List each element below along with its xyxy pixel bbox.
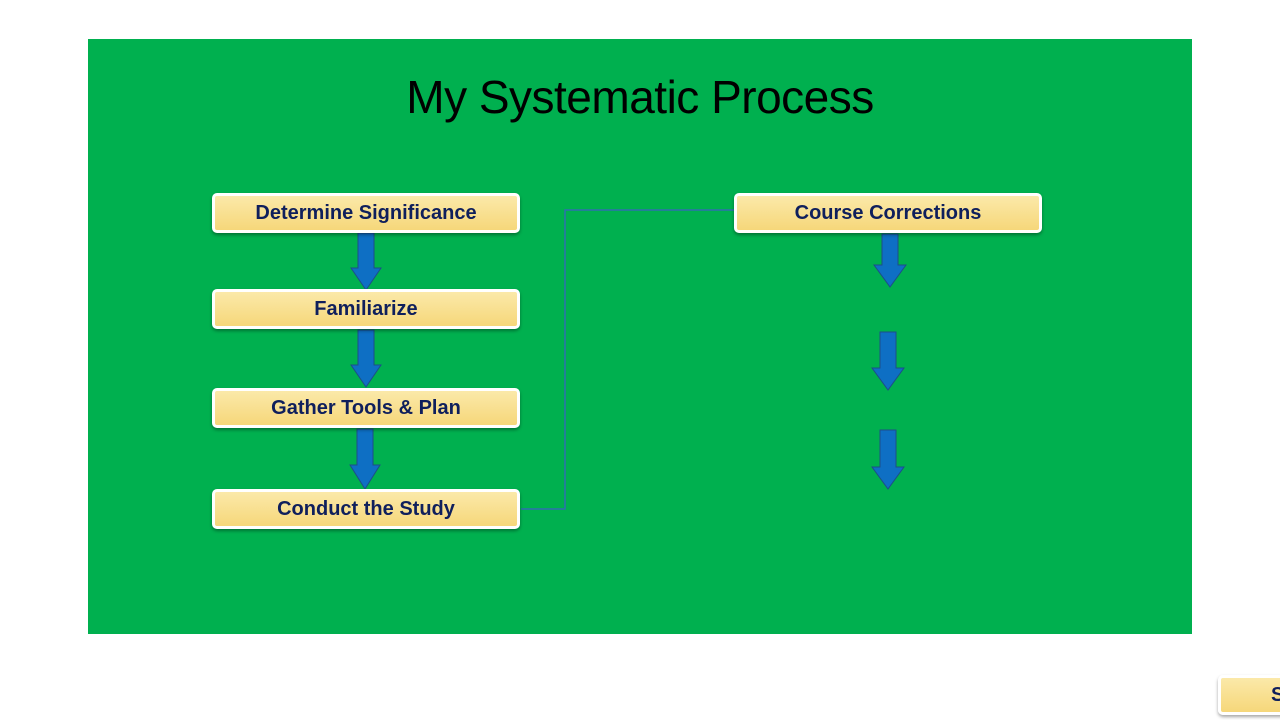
down-arrow-icon: [871, 331, 905, 391]
step-conduct-the-study: Conduct the Study: [212, 489, 520, 529]
step-course-corrections: Course Corrections: [734, 193, 1042, 233]
down-arrow-icon: [873, 233, 907, 288]
slide-title: My Systematic Process: [406, 71, 874, 123]
step-gather-tools-plan: Gather Tools & Plan: [212, 388, 520, 428]
down-arrow-icon: [871, 429, 905, 490]
slide-background: [88, 39, 1192, 634]
down-arrow-icon: [350, 329, 382, 388]
step-familiarize: Familiarize: [212, 289, 520, 329]
elbow-connector: [521, 209, 735, 510]
down-arrow-icon: [349, 428, 381, 490]
down-arrow-icon: [350, 232, 382, 291]
step-determine-significance: Determine Significance: [212, 193, 520, 233]
partial-step-box: S: [1218, 675, 1280, 715]
